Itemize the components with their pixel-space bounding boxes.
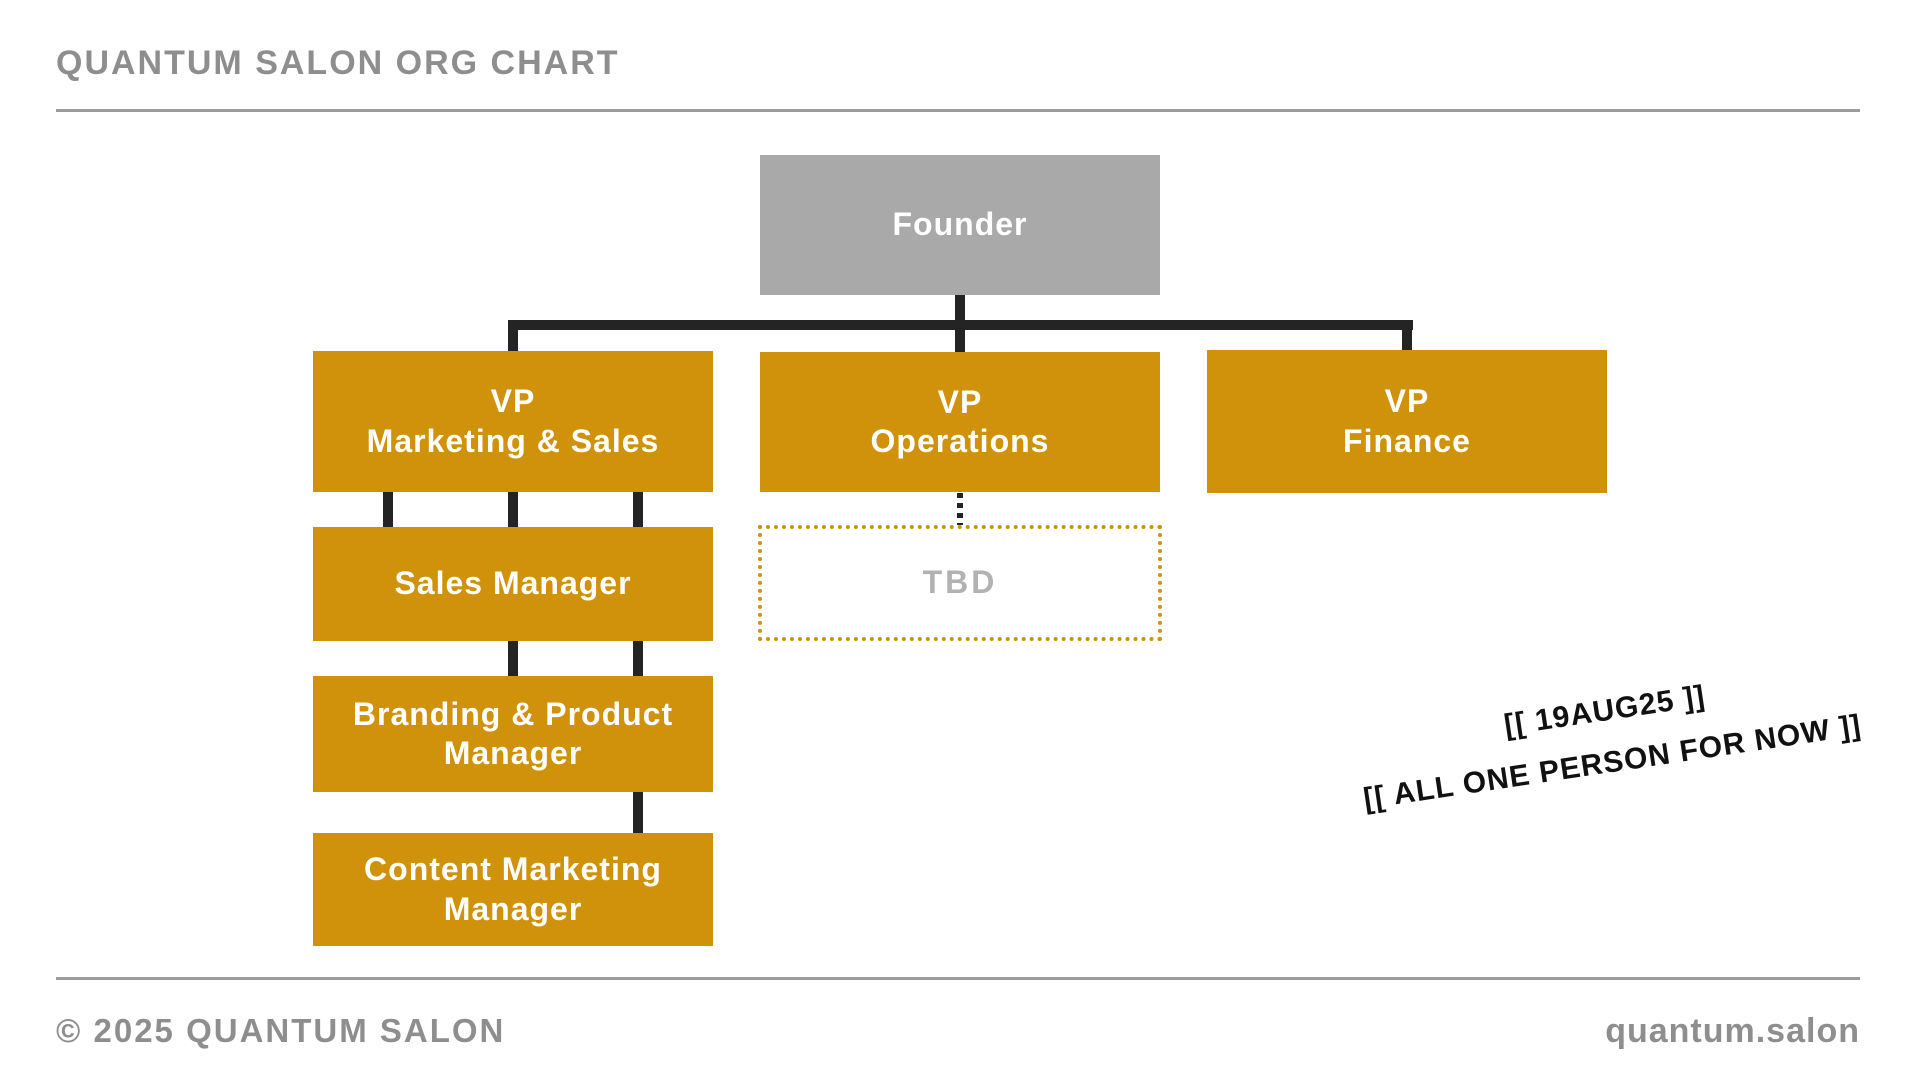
- org-node-branding-product-manager-label-line1: Branding & Product: [352, 695, 674, 732]
- org-node-vp-finance-label-line2: Finance: [1343, 422, 1471, 459]
- stamp-annotation: [[ 19AUG25 ]] [[ ALL ONE PERSON FOR NOW …: [1345, 656, 1875, 836]
- org-node-branding-product-manager-label-line2: Manager: [443, 735, 583, 771]
- org-node-vp-finance: VP Finance: [1207, 350, 1607, 493]
- org-node-content-marketing-manager-label-line1: Content Marketing: [364, 851, 662, 888]
- connector-branding-content: [633, 792, 643, 834]
- connector-rail: [508, 320, 1413, 330]
- connector-mkt-sales-3: [633, 492, 643, 528]
- connector-sales-branding-2: [633, 641, 643, 677]
- org-node-founder-label: Founder: [892, 206, 1028, 243]
- connector-ops-tbd-dotted: [957, 493, 963, 525]
- org-node-vp-operations-label-line1: VP: [937, 383, 983, 420]
- org-node-tbd: TBD: [758, 525, 1162, 641]
- connector-rail-left-drop: [508, 320, 518, 352]
- org-node-vp-marketing-sales-label-line1: VP: [490, 383, 536, 420]
- org-node-content-marketing-manager-label-line2: Manager: [443, 890, 583, 927]
- footer-site: quantum.salon: [1605, 1012, 1860, 1050]
- org-node-vp-marketing-sales: VP Marketing & Sales: [313, 351, 713, 492]
- footer-copyright: © 2025 QUANTUM SALON: [56, 1012, 506, 1049]
- footer-divider: [56, 977, 1860, 980]
- org-node-branding-product-manager: Branding & Product Manager: [313, 676, 713, 792]
- header-divider: [56, 109, 1860, 112]
- org-node-sales-manager-label: Sales Manager: [394, 565, 632, 602]
- connector-sales-branding-1: [508, 641, 518, 677]
- page-title: QUANTUM SALON ORG CHART: [56, 44, 620, 82]
- connector-mkt-sales-1: [383, 492, 393, 528]
- org-node-vp-marketing-sales-label-line2: Marketing & Sales: [366, 422, 660, 459]
- connector-rail-right-drop: [1402, 320, 1412, 351]
- org-node-content-marketing-manager: Content Marketing Manager: [313, 833, 713, 946]
- org-node-vp-finance-label-line1: VP: [1384, 383, 1430, 420]
- org-node-vp-operations-label-line2: Operations: [870, 423, 1050, 459]
- org-node-tbd-label: TBD: [922, 564, 998, 601]
- org-node-sales-manager: Sales Manager: [313, 527, 713, 641]
- org-node-vp-operations: VP Operations: [760, 352, 1160, 492]
- org-node-founder: Founder: [760, 155, 1160, 295]
- connector-mkt-sales-2: [508, 492, 518, 528]
